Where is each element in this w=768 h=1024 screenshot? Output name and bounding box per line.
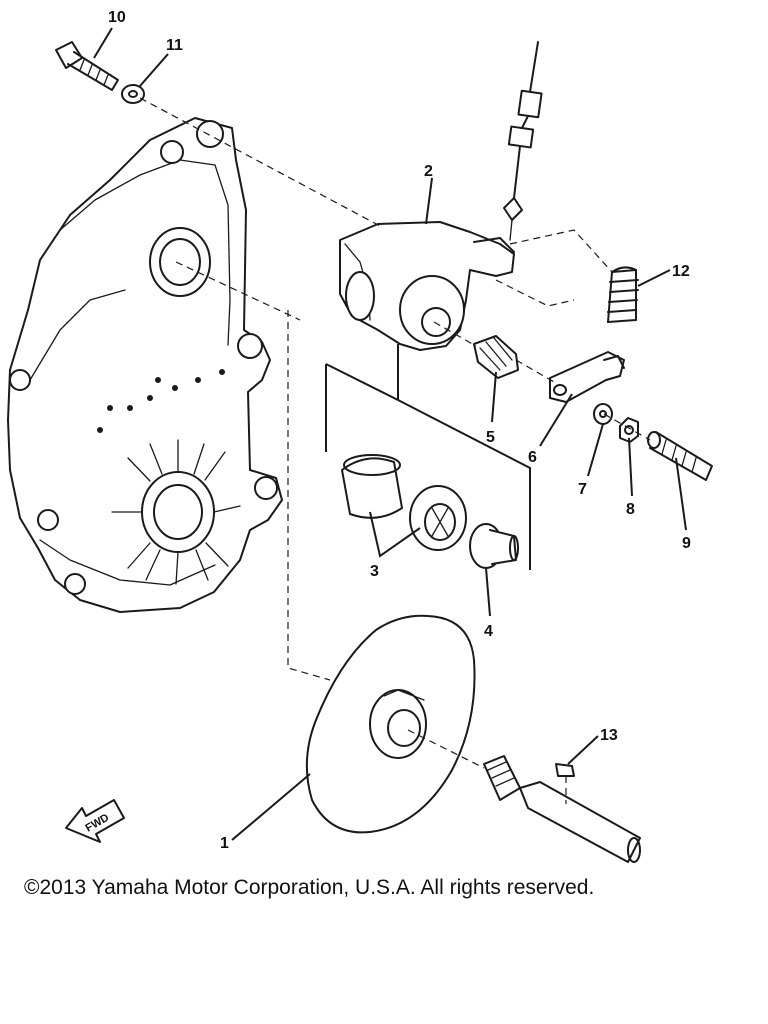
- part-13-key: [555, 763, 575, 777]
- part-2-housing: [339, 221, 515, 351]
- part-6-lever: [549, 351, 625, 403]
- callout-13: 13: [600, 727, 618, 744]
- part-1-sheave-disc: [305, 614, 476, 834]
- part-9-screw: [647, 431, 713, 481]
- callout-10: 10: [108, 9, 126, 26]
- throttle-cable: [503, 41, 543, 241]
- drive-shaft: [483, 755, 641, 863]
- group-brackets: [325, 344, 531, 570]
- callout-2: 2: [424, 163, 433, 180]
- callout-1: 1: [220, 835, 229, 852]
- assembly-guide-lines: [139, 97, 651, 804]
- callout-4: 4: [484, 623, 493, 640]
- callout-3: 3: [370, 563, 379, 580]
- copyright-notice: ©2013 Yamaha Motor Corporation, U.S.A. A…: [24, 876, 595, 899]
- part-8-nut: [619, 417, 639, 443]
- crankcase-cover: [7, 117, 283, 613]
- part-12-spring: [607, 266, 639, 323]
- callout-leaders: [93, 27, 687, 841]
- callout-9: 9: [682, 535, 691, 552]
- callout-labels: 10 11 2 12 5 6 7 8 9 3 4 1 13: [108, 9, 691, 852]
- part-4-collar: [469, 523, 519, 569]
- callout-7: 7: [578, 481, 587, 498]
- part-5-gear: [473, 335, 519, 379]
- callout-12: 12: [672, 263, 690, 280]
- callout-8: 8: [626, 501, 635, 518]
- callout-11: 11: [166, 37, 183, 54]
- fwd-arrow-icon: FWD: [65, 799, 125, 843]
- part-3-cap-and-bearing: [341, 454, 467, 551]
- callout-5: 5: [486, 429, 495, 446]
- part-11-washer: [121, 84, 145, 104]
- callout-6: 6: [528, 449, 537, 466]
- part-7-washer: [593, 403, 613, 425]
- part-10-bolt: [55, 41, 119, 91]
- exploded-parts-diagram: 10 11 2 12 5 6 7 8 9 3 4 1 13 FWD: [7, 9, 713, 863]
